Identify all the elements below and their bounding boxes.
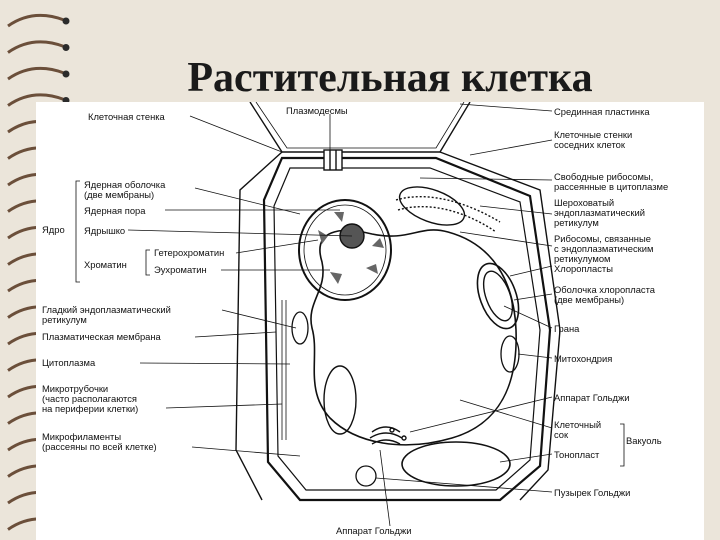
label-microtubules-1: Микротрубочки — [42, 383, 109, 394]
label-nucleus: Ядро — [42, 224, 65, 235]
neighbor-cell-wall-right — [439, 151, 561, 501]
plasmodesmata — [323, 149, 343, 171]
label-plasmodesmata: Плазмодесмы — [286, 105, 348, 116]
binder-hole — [62, 17, 70, 25]
binder-hole — [62, 44, 70, 51]
mitochondrion — [291, 311, 309, 345]
label-plasma-membrane: Плазматическая мембрана — [42, 331, 161, 342]
plasma-membrane — [273, 167, 541, 491]
label-er-ribosomes-1: Рибосомы, связанные — [554, 233, 651, 244]
label-euchromatin: Эухроматин — [154, 264, 207, 275]
label-smooth-er-2: ретикулум — [42, 314, 87, 325]
neighbor-cell-wall-left — [235, 151, 283, 501]
label-rough-er-3: ретикулум — [554, 217, 599, 228]
label-nucleolus: Ядрышко — [84, 225, 126, 236]
label-neighbor-walls-2: соседних клеток — [554, 139, 625, 150]
binder-ring — [7, 40, 65, 54]
label-golgi-vesicle: Пузырек Гольджи — [554, 487, 631, 498]
label-nuclear-envelope-2: (две мембраны) — [84, 189, 155, 200]
golgi-vesicle — [355, 465, 377, 487]
label-rough-er-1: Шероховатый — [554, 197, 615, 208]
label-cell-wall: Клеточная стенка — [88, 111, 165, 122]
slide-title: Растительная клетка — [187, 55, 593, 101]
label-neighbor-walls-1: Клеточные стенки — [554, 129, 633, 140]
mitochondrion — [500, 335, 520, 373]
label-heterochromatin: Гетерохроматин — [154, 247, 225, 258]
chloroplast — [398, 186, 466, 226]
label-chromatin: Хроматин — [84, 259, 127, 270]
cell-wall — [262, 156, 552, 502]
golgi-apparatus — [369, 426, 403, 445]
label-mitochondrion: Митохондрия — [554, 353, 613, 364]
label-chloroplasts: Хлоропласты — [554, 263, 613, 274]
diagram-panel: Клеточная стенка Плазмодесмы Срединная п… — [36, 102, 704, 540]
label-cell-sap-2: сок — [554, 429, 569, 440]
label-free-ribosomes-1: Свободные рибосомы, — [554, 171, 654, 182]
label-grana: Грана — [554, 323, 580, 334]
chloroplast — [476, 262, 520, 330]
label-microfilaments-1: Микрофиламенты — [42, 431, 122, 442]
tonoplast-vesicle — [401, 441, 511, 487]
label-vacuole: Вакуоль — [626, 435, 662, 446]
chloroplast — [323, 365, 357, 435]
label-golgi-bottom: Аппарат Гольджи — [336, 525, 412, 536]
label-chloroplast-envelope-2: (две мембраны) — [554, 294, 625, 305]
label-free-ribosomes-2: рассеянные в цитоплазме — [554, 181, 669, 192]
label-smooth-er-1: Гладкий эндоплазматический — [42, 304, 171, 315]
label-cytoplasm: Цитоплазма — [42, 357, 96, 368]
binder-ring — [7, 14, 65, 28]
label-microfilaments-2: (рассеяны по всей клетке) — [42, 441, 157, 452]
binder-hole — [62, 70, 70, 78]
label-er-ribosomes-2: с эндоплазматическим — [554, 243, 654, 254]
label-rough-er-2: эндоплазматический — [554, 207, 645, 218]
label-middle-lamella: Срединная пластинка — [554, 106, 650, 117]
label-microtubules-2: (часто располагаются — [42, 393, 138, 404]
label-tonoplast: Тонопласт — [554, 449, 600, 460]
vacuole — [310, 229, 517, 446]
label-chloroplast-envelope-1: Оболочка хлоропласта — [554, 284, 656, 295]
label-golgi-right: Аппарат Гольджи — [554, 392, 630, 403]
label-cell-sap-1: Клеточный — [554, 419, 602, 430]
neighbor-cell-wall-top — [249, 102, 471, 153]
binder-ring — [7, 67, 65, 81]
binder-ring — [7, 93, 65, 107]
rough-er — [395, 196, 501, 223]
label-nuclear-envelope-1: Ядерная оболочка — [84, 179, 166, 190]
nucleus — [298, 199, 392, 301]
plant-cell-drawing — [75, 102, 625, 527]
label-er-ribosomes-3: ретикулумом — [554, 253, 611, 264]
label-nuclear-pore: Ядерная пора — [84, 205, 146, 216]
label-microtubules-3: на периферии клетки) — [42, 403, 139, 414]
